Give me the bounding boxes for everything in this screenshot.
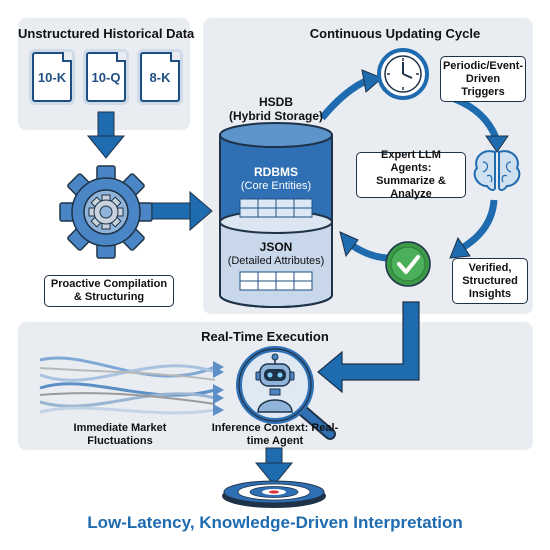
- docs-to-gear-arrow: [86, 111, 126, 159]
- hsdb-title: HSDB (Hybrid Storage): [226, 95, 326, 123]
- cycle-title: Continuous Updating Cycle: [309, 26, 481, 41]
- document-10k: 10-K: [32, 52, 72, 102]
- historical-data-title: Unstructured Historical Data: [18, 26, 195, 41]
- check-badge-icon: [385, 241, 431, 287]
- agents-label-box: Expert LLM Agents: Summarize & Analyze: [356, 149, 466, 200]
- inference-label: Inference Context: Real-time Agent: [211, 422, 339, 447]
- document-10q: 10-Q: [86, 52, 126, 102]
- gear-icon: [59, 165, 153, 259]
- rdbms-title: RDBMS: [254, 165, 298, 179]
- verified-to-db-arrow: [347, 241, 391, 262]
- rdbms-label: RDBMS (Core Entities): [220, 165, 332, 193]
- hsdb-title-text: HSDB (Hybrid Storage): [228, 95, 323, 123]
- document-8k: 8-K: [140, 52, 180, 102]
- gear-to-db-arrow: [151, 190, 213, 232]
- json-subtitle: (Detailed Attributes): [227, 255, 325, 267]
- agents-to-verified-arrow: [460, 199, 498, 252]
- realtime-to-target-arrow: [254, 447, 294, 486]
- compile-label-box: Proactive Compilation & Structuring: [44, 275, 174, 307]
- triggers-label-box: Periodic/Event-Driven Triggers: [440, 56, 526, 102]
- cycle-to-realtime-arrow: [317, 301, 420, 394]
- rdbms-subtitle: (Core Entities): [240, 180, 312, 192]
- hsdb-database-icon: [219, 122, 333, 308]
- json-title: JSON: [259, 240, 293, 254]
- footer-caption: Low-Latency, Knowledge-Driven Interpreta…: [87, 513, 463, 532]
- brain-icon: [473, 150, 521, 191]
- realtime-title: Real-Time Execution: [201, 329, 329, 344]
- clock-icon: [377, 48, 429, 100]
- target-icon: [222, 480, 326, 508]
- json-label: JSON (Detailed Attributes): [220, 240, 332, 268]
- fluctuations-label: Immediate Market Fluctuations: [73, 422, 167, 447]
- triggers-to-agents-arrow: [450, 94, 500, 140]
- robot-magnifier-icon: [236, 346, 336, 440]
- db-to-clock-arrow: [319, 76, 370, 121]
- market-flows-icon: [39, 356, 216, 415]
- verified-label-box: Verified, Structured Insights: [452, 258, 528, 304]
